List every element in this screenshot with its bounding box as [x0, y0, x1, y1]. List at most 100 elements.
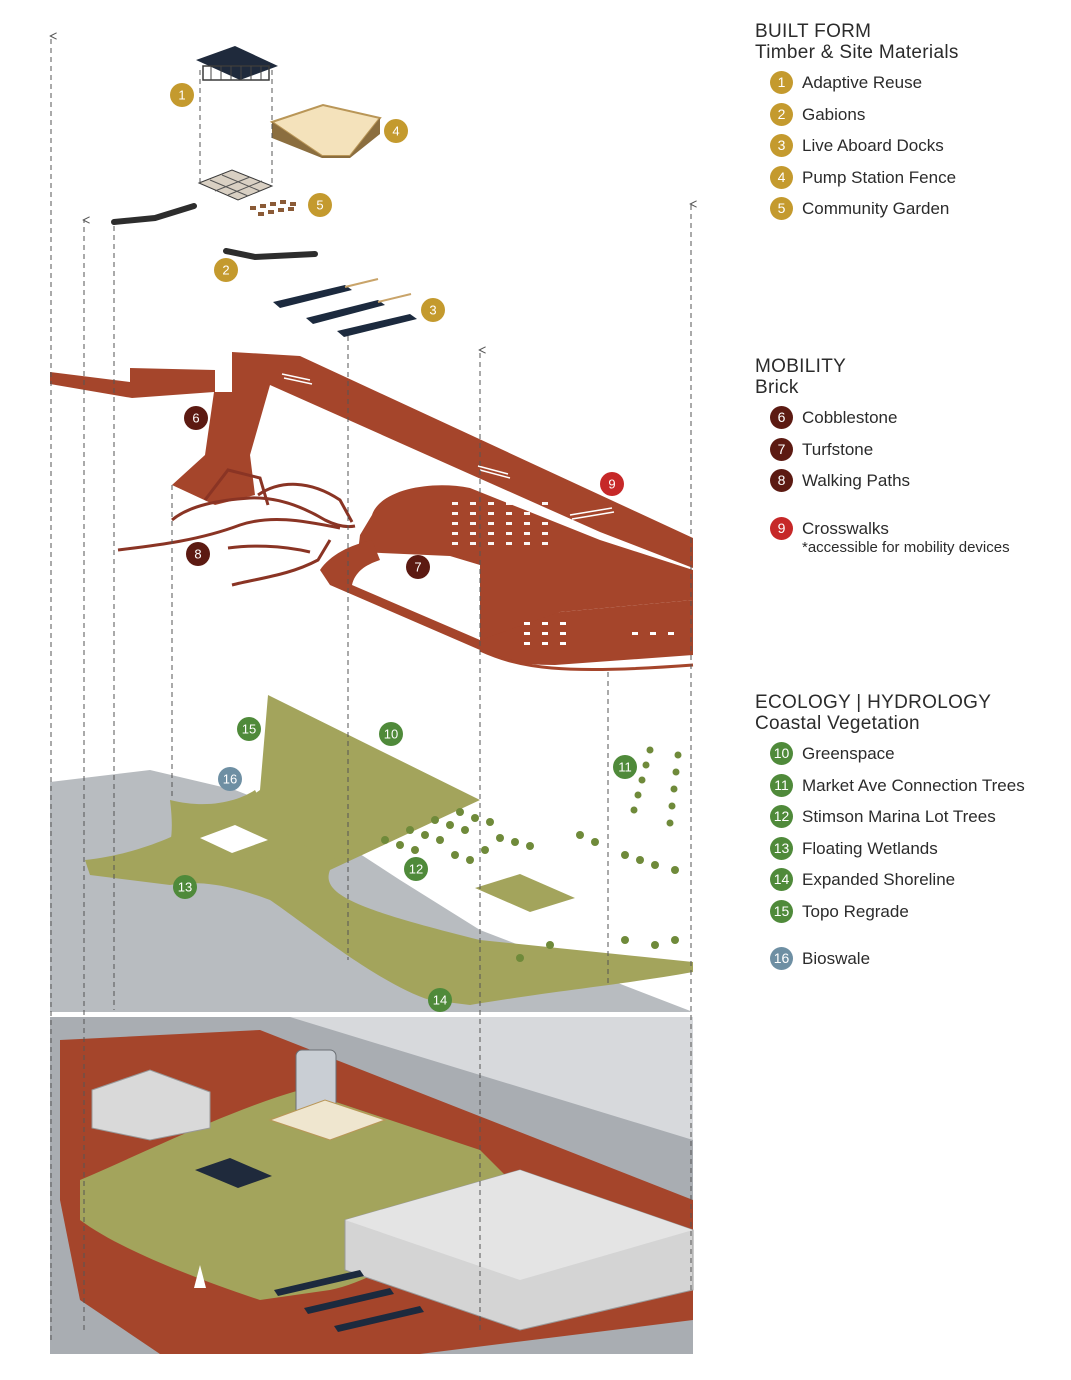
- legend-label: Turfstone: [802, 439, 874, 459]
- diagram-markers: 1 4 5 2 3 6 9 8 7 15 10 16 11 12 13 14: [170, 83, 637, 1012]
- legend-label: Stimson Marina Lot Trees: [802, 807, 996, 826]
- marker-2: 2: [214, 258, 238, 282]
- svg-text:9: 9: [608, 477, 615, 492]
- svg-text:13: 13: [178, 880, 192, 895]
- legend-badge: 13: [770, 836, 793, 860]
- legend-item-adaptive-reuse: 1 Adaptive Reuse: [755, 71, 1065, 103]
- ecology-layer: [50, 695, 693, 1012]
- svg-text:7: 7: [414, 560, 421, 575]
- marker-11: 11: [613, 755, 637, 779]
- marker-4: 4: [384, 119, 408, 143]
- crosswalk-markings: [281, 373, 615, 520]
- marker-15: 15: [237, 717, 261, 741]
- svg-text:12: 12: [409, 862, 423, 877]
- legend-label: Bioswale: [802, 949, 871, 968]
- marker-1: 1: [170, 83, 194, 107]
- legend-badge: 14: [770, 868, 793, 891]
- legend-label: Market Ave Connection Trees: [802, 775, 1025, 795]
- legend-item-stimson-marina-trees: 12 Stimson Marina Lot Trees: [755, 805, 1065, 837]
- legend-badge: 16: [770, 947, 793, 970]
- built-form-layer: [111, 46, 417, 337]
- legend-badge: 11: [770, 773, 793, 797]
- svg-text:4: 4: [392, 124, 399, 139]
- legend-label: Walking Paths: [802, 471, 911, 490]
- live-aboard-docks: [273, 278, 417, 337]
- gabion-wall-lower: [223, 248, 318, 261]
- adaptive-reuse-roof: [196, 46, 278, 81]
- legend-built-form: BUILT FORM Timber & Site Materials 1 Adap…: [755, 21, 1065, 229]
- svg-text:1: 1: [178, 88, 185, 103]
- legend-label: Adaptive Reuse: [802, 73, 923, 92]
- marker-14: 14: [428, 988, 452, 1012]
- marker-7: 7: [406, 555, 430, 579]
- legend-badge: 10: [770, 742, 793, 765]
- marker-9: 9: [600, 472, 624, 496]
- legend-item-bioswale: 16 Bioswale: [755, 947, 1065, 979]
- legend-subtitle: Brick: [755, 377, 799, 398]
- gabion-wall-upper: [111, 203, 197, 225]
- mobility-layer: [50, 352, 694, 672]
- legend-label: Floating Wetlands: [802, 838, 938, 858]
- legend-title: MOBILITY: [755, 356, 847, 377]
- walking-paths: [117, 468, 356, 587]
- legend-item-crosswalks: 9 Crosswalks*accessible for mobility devi…: [755, 516, 1065, 557]
- legend-label: Crosswalks: [802, 518, 889, 538]
- legend-title: ECOLOGY | HYDROLOGY: [755, 692, 992, 713]
- stimson-marina-lot-trees: [381, 808, 679, 962]
- legend-badge: 1: [770, 71, 793, 94]
- legend-subtitle: Coastal Vegetation: [755, 713, 920, 734]
- sailboat: [194, 1265, 206, 1288]
- projection-lines: [51, 36, 691, 1340]
- pump-station-fence: [269, 103, 382, 158]
- base-left-building: [91, 1069, 211, 1141]
- green-plot: [475, 874, 575, 912]
- svg-text:2: 2: [222, 263, 229, 278]
- marker-13: 13: [173, 875, 197, 899]
- marker-6: 6: [184, 406, 208, 430]
- legend-badge: 5: [770, 197, 793, 220]
- svg-text:10: 10: [384, 727, 398, 742]
- brick-road: [50, 352, 693, 568]
- legend-label: Community Garden: [802, 199, 950, 218]
- legend-item-floating-wetlands: 13 Floating Wetlands: [755, 836, 1065, 869]
- svg-text:14: 14: [433, 993, 447, 1008]
- legend-note: *accessible for mobility devices: [802, 538, 1010, 556]
- svg-text:15: 15: [242, 722, 256, 737]
- legend-title: BUILT FORM: [755, 21, 872, 42]
- legend-subtitle: Timber & Site Materials: [755, 42, 959, 63]
- legend-label: Pump Station Fence: [802, 167, 957, 187]
- community-garden-beds: [250, 200, 296, 216]
- legend-label: Gabions: [802, 104, 866, 124]
- legend-badge: 2: [770, 102, 793, 126]
- legend-badge: 7: [770, 437, 793, 461]
- legend-badge: 12: [770, 805, 793, 828]
- legend-item-expanded-shoreline: 14 Expanded Shoreline: [755, 868, 1065, 900]
- marker-3: 3: [421, 298, 445, 322]
- legend-badge: 9: [770, 516, 793, 540]
- legend-label: Cobblestone: [802, 408, 898, 427]
- marker-8: 8: [186, 542, 210, 566]
- legend-item-market-ave-trees: 11 Market Ave Connection Trees: [755, 773, 1065, 806]
- svg-text:11: 11: [618, 760, 632, 775]
- marker-10: 10: [379, 722, 403, 746]
- marker-16: 16: [218, 767, 242, 791]
- legend-ecology: ECOLOGY | HYDROLOGY Coastal Vegetation 1…: [755, 692, 1065, 979]
- svg-text:6: 6: [192, 411, 199, 426]
- legend-item-gabions: 2 Gabions: [755, 102, 1065, 135]
- legend-label: Expanded Shoreline: [802, 870, 956, 889]
- svg-text:8: 8: [194, 547, 201, 562]
- adaptive-reuse-frame: [197, 169, 274, 201]
- legend-badge: 3: [770, 134, 793, 157]
- legend-item-community-garden: 5 Community Garden: [755, 197, 1065, 229]
- svg-text:3: 3: [429, 303, 436, 318]
- svg-text:16: 16: [223, 772, 237, 787]
- legend-badge: 8: [770, 469, 793, 492]
- marker-5: 5: [308, 193, 332, 217]
